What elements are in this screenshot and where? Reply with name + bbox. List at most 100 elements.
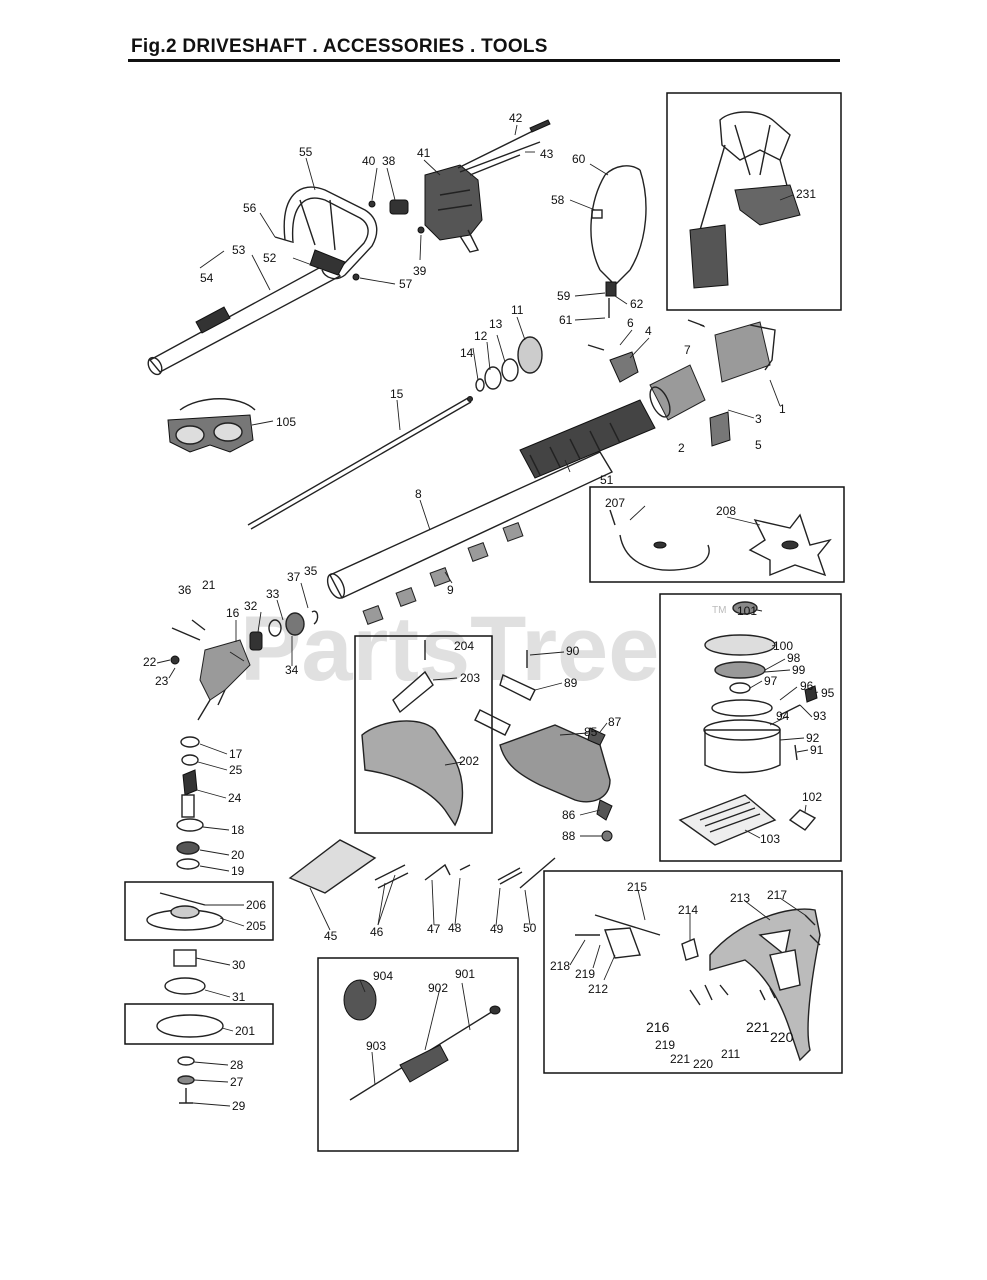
part-label-86: 86 bbox=[562, 808, 576, 822]
bracket-212-214 bbox=[575, 914, 699, 961]
watermark-tm: TM bbox=[712, 605, 726, 616]
harness bbox=[689, 111, 801, 289]
part-number-labels: 55 40 38 41 42 43 60 58 56 53 52 54 39 5… bbox=[143, 111, 835, 1113]
part-label-206: 206 bbox=[246, 898, 266, 912]
part-label-41: 41 bbox=[417, 146, 431, 160]
tool-bag-45 bbox=[288, 839, 377, 894]
part-label-220b: 220 bbox=[770, 1029, 794, 1045]
part-label-901: 901 bbox=[455, 967, 475, 981]
part-label-33: 33 bbox=[266, 587, 280, 601]
grass-blade-208 bbox=[748, 513, 832, 577]
part-label-39: 39 bbox=[413, 264, 427, 278]
part-label-11: 11 bbox=[511, 303, 524, 317]
part-label-14: 14 bbox=[460, 346, 474, 360]
part-label-23: 23 bbox=[155, 674, 169, 688]
part-label-2: 2 bbox=[678, 441, 685, 455]
part-label-201: 201 bbox=[235, 1024, 255, 1038]
part-label-92: 92 bbox=[806, 731, 820, 745]
part-label-102: 102 bbox=[802, 790, 822, 804]
part-label-902: 902 bbox=[428, 981, 448, 995]
shield-213 bbox=[709, 908, 821, 1062]
part-label-4: 4 bbox=[645, 324, 652, 338]
part-label-25: 25 bbox=[229, 763, 243, 777]
part-label-38: 38 bbox=[382, 154, 396, 168]
part-label-24: 24 bbox=[228, 791, 242, 805]
part-label-202: 202 bbox=[459, 754, 479, 768]
kit-201-box bbox=[124, 1003, 274, 1045]
part-label-15: 15 bbox=[390, 387, 404, 401]
part-label-207: 207 bbox=[605, 496, 625, 510]
tool-kit-box bbox=[317, 957, 519, 1152]
washers-30-31 bbox=[164, 949, 206, 995]
part-label-9: 9 bbox=[447, 583, 454, 597]
part-label-1: 1 bbox=[779, 402, 786, 416]
part-label-904: 904 bbox=[373, 969, 393, 983]
part-label-88: 88 bbox=[562, 829, 576, 843]
part-label-218: 218 bbox=[550, 959, 570, 973]
part-label-56: 56 bbox=[243, 201, 257, 215]
part-label-34: 34 bbox=[285, 663, 299, 677]
watermark: PartsTree bbox=[240, 598, 659, 700]
guard-box bbox=[354, 635, 493, 834]
part-label-231: 231 bbox=[796, 187, 816, 201]
part-label-219a: 219 bbox=[575, 967, 595, 981]
part-label-217: 217 bbox=[767, 888, 787, 902]
saw-blade-207 bbox=[609, 509, 710, 571]
part-label-19: 19 bbox=[231, 864, 245, 878]
part-label-29: 29 bbox=[232, 1099, 246, 1113]
part-label-221b: 221 bbox=[746, 1019, 770, 1035]
tube-8 bbox=[326, 451, 613, 599]
part-label-20: 20 bbox=[231, 848, 245, 862]
part-label-40: 40 bbox=[362, 154, 376, 168]
part-label-43: 43 bbox=[540, 147, 554, 161]
part-label-50: 50 bbox=[523, 921, 537, 935]
throttle-housing bbox=[368, 164, 483, 253]
part-label-28: 28 bbox=[230, 1058, 244, 1072]
part-label-99: 99 bbox=[792, 663, 806, 677]
part-label-105: 105 bbox=[276, 415, 296, 429]
blades-box bbox=[589, 486, 845, 583]
bolt-stack bbox=[177, 1056, 195, 1104]
part-label-213: 213 bbox=[730, 891, 750, 905]
part-label-32: 32 bbox=[244, 599, 258, 613]
kit-205-box bbox=[124, 881, 274, 941]
manual-103-and-label-102 bbox=[678, 794, 817, 846]
part-label-103: 103 bbox=[760, 832, 780, 846]
wrenches-46-50 bbox=[374, 857, 556, 889]
part-label-58: 58 bbox=[551, 193, 565, 207]
gear-case bbox=[170, 610, 319, 721]
safety-goggles bbox=[167, 398, 256, 453]
part-label-61: 61 bbox=[559, 313, 573, 327]
part-label-62: 62 bbox=[630, 297, 644, 311]
part-label-35: 35 bbox=[304, 564, 318, 578]
part-label-94: 94 bbox=[776, 709, 790, 723]
part-label-46: 46 bbox=[370, 925, 384, 939]
part-label-100: 100 bbox=[773, 639, 793, 653]
trimmer-head-box bbox=[659, 593, 842, 862]
shoulder-strap bbox=[590, 165, 647, 318]
guard-85-parts bbox=[474, 650, 613, 842]
part-label-89: 89 bbox=[564, 676, 578, 690]
part-label-98: 98 bbox=[787, 651, 801, 665]
part-label-903: 903 bbox=[366, 1039, 386, 1053]
part-label-101: 101 bbox=[737, 604, 757, 618]
shield-kit-box bbox=[543, 870, 843, 1074]
part-label-59: 59 bbox=[557, 289, 571, 303]
part-label-6: 6 bbox=[627, 316, 634, 330]
part-label-51: 51 bbox=[600, 473, 614, 487]
trimmer-head bbox=[703, 601, 818, 774]
part-label-216: 216 bbox=[646, 1019, 670, 1035]
part-label-12: 12 bbox=[474, 329, 488, 343]
part-label-87: 87 bbox=[608, 715, 622, 729]
part-label-53: 53 bbox=[232, 243, 246, 257]
part-label-60: 60 bbox=[572, 152, 586, 166]
part-label-3: 3 bbox=[755, 412, 762, 426]
page-title: Fig.2 DRIVESHAFT . ACCESSORIES . TOOLS bbox=[131, 36, 548, 57]
harness-box bbox=[666, 92, 842, 311]
clutch-parts-11-14 bbox=[475, 336, 543, 392]
part-label-208: 208 bbox=[716, 504, 736, 518]
head-stack bbox=[176, 736, 204, 870]
guard-202 bbox=[361, 640, 464, 827]
part-label-36: 36 bbox=[178, 583, 192, 597]
